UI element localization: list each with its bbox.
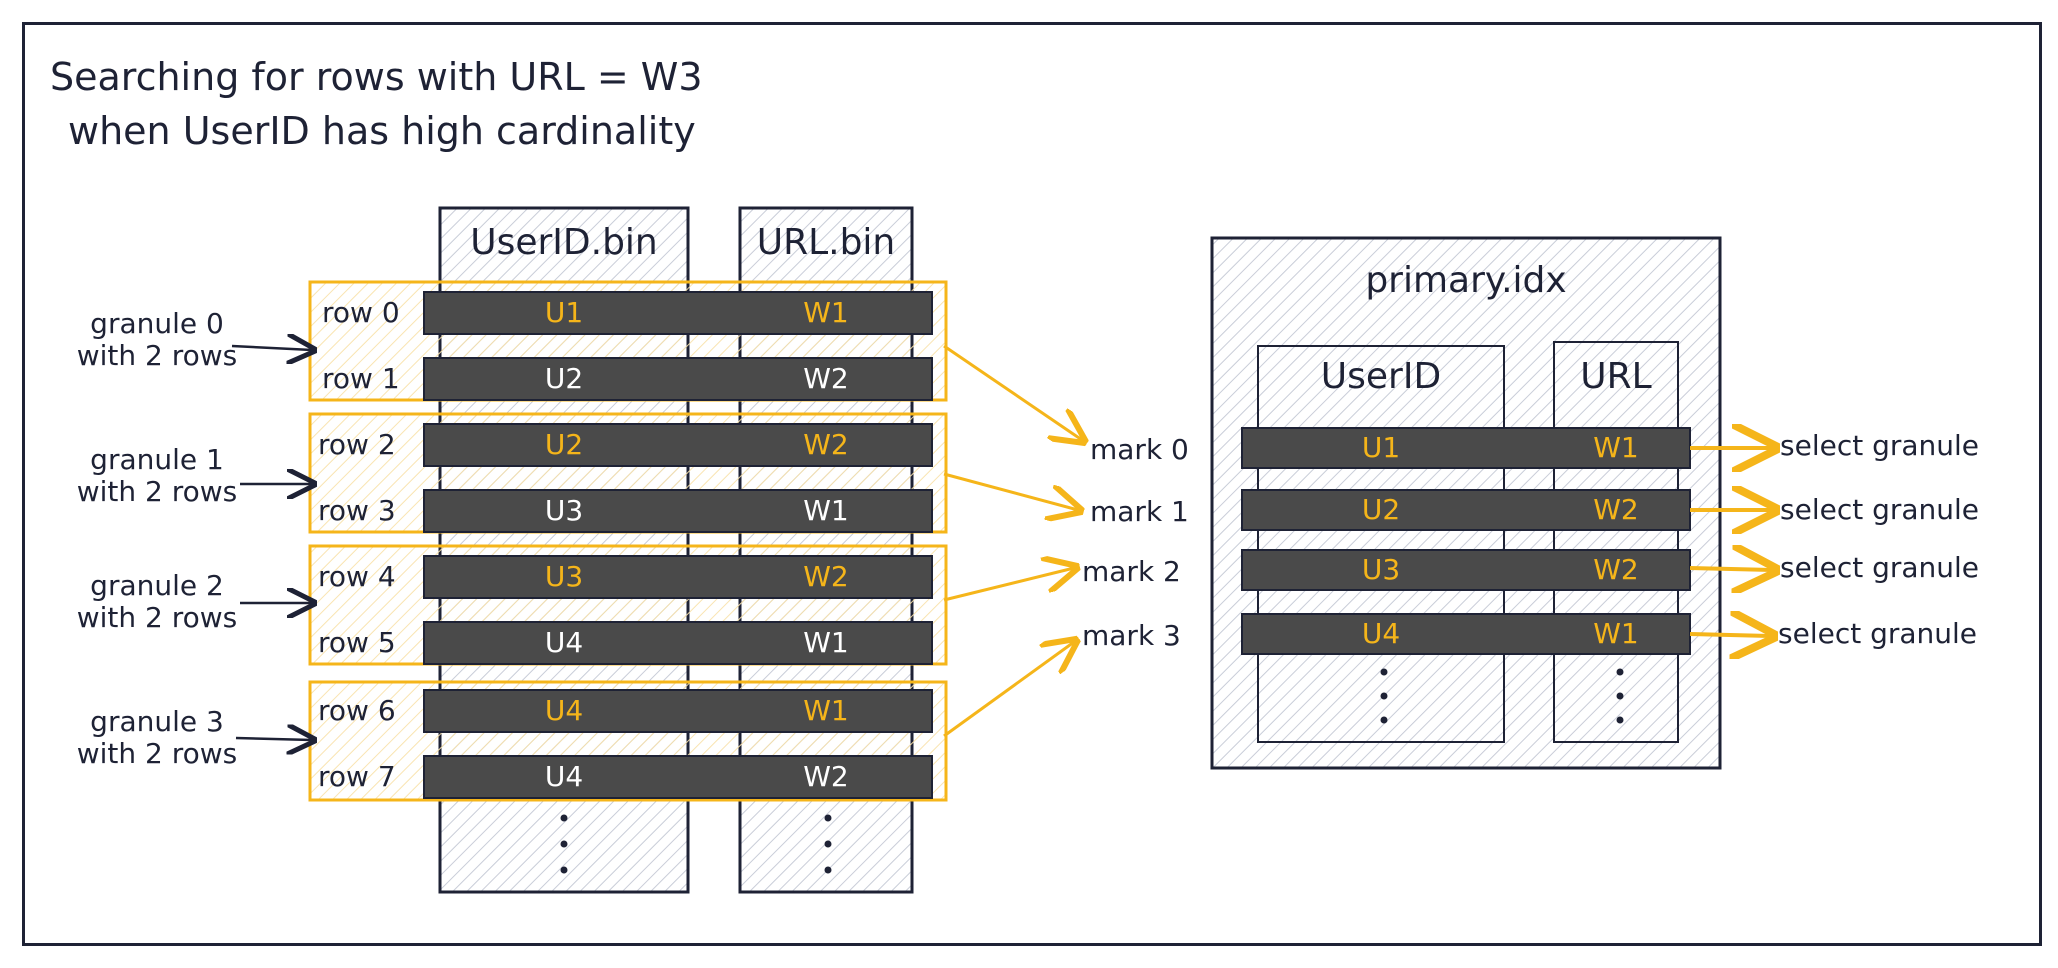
row-label-6: row 6 [318,694,396,727]
title-line-1: Searching for rows with URL = W3 [50,55,703,99]
select-arrow-2 [1689,568,1772,570]
row-bar-0 [423,291,933,335]
row-5-userid: U4 [544,626,584,659]
granule-1-to-mark-1-arrow [943,472,1078,510]
row-6-url: W1 [803,694,849,727]
select-granule-1: select granule [1780,493,1980,526]
idx-3-userid: U4 [1361,617,1401,650]
row-0-url: W1 [803,296,849,329]
granule-0-rows: with 2 rows [76,339,238,372]
idx-url-heading: URL [1580,356,1652,397]
granule-2-label: granule 2 with 2 rows [64,570,250,634]
granule-1-rows: with 2 rows [76,475,238,508]
idx-2-userid: U3 [1361,553,1401,586]
row-bar-5 [423,621,933,665]
idx-2-url: W2 [1593,553,1639,586]
granule-2-name: granule 2 [90,569,224,602]
row-2-userid: U2 [544,428,584,461]
idx-userid-heading: UserID [1320,356,1442,397]
granule-3-to-mark-3-arrow [943,642,1074,738]
granule-3-name: granule 3 [90,705,224,738]
row-bar-3 [423,489,933,533]
row-bar-6 [423,689,933,733]
idx-bar-1 [1241,489,1691,531]
row-bar-1 [423,357,933,401]
row-2-url: W2 [803,428,849,461]
url-bin-heading: URL.bin [756,222,896,263]
idx-1-userid: U2 [1361,493,1401,526]
idx-bar-3 [1241,613,1691,655]
idx-3-url: W1 [1593,617,1639,650]
primary-idx-title: primary.idx [1365,260,1567,301]
select-arrow-3 [1689,634,1770,636]
row-5-url: W1 [803,626,849,659]
idx-url-ellipsis [1616,668,1624,724]
idx-bar-2 [1241,549,1691,591]
row-6-userid: U4 [544,694,584,727]
granule-3-arrow [235,738,312,740]
granule-0-arrow [231,346,312,350]
row-label-2: row 2 [318,428,396,461]
row-label-3: row 3 [318,494,396,527]
granule-0-label: granule 0 with 2 rows [64,308,250,372]
mark-1-label: mark 1 [1090,495,1189,528]
row-1-userid: U2 [544,362,584,395]
mark-2-label: mark 2 [1082,555,1181,588]
select-granule-3: select granule [1778,617,1978,650]
row-7-url: W2 [803,760,849,793]
row-label-7: row 7 [318,760,396,793]
title-line-2: when UserID has high cardinality [68,109,696,153]
url-bin-ellipsis [824,814,832,874]
select-granule-2: select granule [1780,551,1980,584]
diagram-frame [22,22,2042,946]
row-label-5: row 5 [318,626,396,659]
userid-bin-ellipsis [560,814,568,874]
row-label-0: row 0 [322,296,400,329]
row-label-4: row 4 [318,560,396,593]
row-3-userid: U3 [544,494,584,527]
idx-userid-ellipsis [1380,668,1388,724]
row-3-url: W1 [803,494,849,527]
granule-2-rows: with 2 rows [76,601,238,634]
idx-1-url: W2 [1593,493,1639,526]
diagram-title: Searching for rows with URL = W3 when Us… [50,50,703,158]
row-0-userid: U1 [544,296,584,329]
row-bar-7 [423,755,933,799]
row-7-userid: U4 [544,760,584,793]
row-label-1: row 1 [322,362,400,395]
granule-1-label: granule 1 with 2 rows [64,444,250,508]
granule-2-to-mark-2-arrow [943,568,1074,602]
idx-0-url: W1 [1593,431,1639,464]
row-1-url: W2 [803,362,849,395]
mark-3-label: mark 3 [1082,619,1181,652]
granule-0-name: granule 0 [90,307,224,340]
granule-3-label: granule 3 with 2 rows [64,706,250,770]
idx-0-userid: U1 [1361,431,1401,464]
idx-userid-column [1257,345,1505,743]
idx-url-column [1553,341,1679,743]
select-granule-0: select granule [1780,429,1980,462]
row-bar-4 [423,555,933,599]
userid-bin-heading: UserID.bin [470,222,658,263]
row-4-url: W2 [803,560,849,593]
granule-0-to-mark-0-arrow [943,344,1082,440]
idx-bar-0 [1241,427,1691,469]
row-bar-2 [423,423,933,467]
mark-0-label: mark 0 [1090,433,1189,466]
granule-1-name: granule 1 [90,443,224,476]
granule-3-rows: with 2 rows [76,737,238,770]
row-4-userid: U3 [544,560,584,593]
